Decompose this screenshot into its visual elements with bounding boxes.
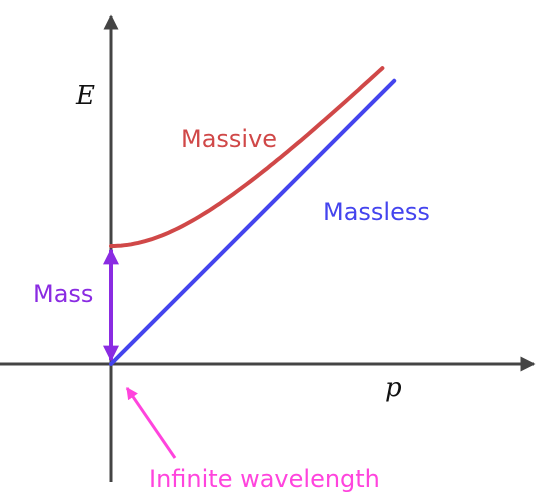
massive-curve <box>109 66 385 248</box>
y-axis-label: E <box>75 81 95 111</box>
infinite-wavelength-arrow <box>125 387 177 459</box>
massive-label: Massive <box>181 125 277 153</box>
mass-label: Mass <box>33 280 93 308</box>
massless-line <box>109 78 397 366</box>
massless-label: Massless <box>323 198 430 226</box>
infinite-wavelength-label: Infinite wavelength <box>149 465 380 493</box>
x-axis-label: p <box>385 373 402 403</box>
